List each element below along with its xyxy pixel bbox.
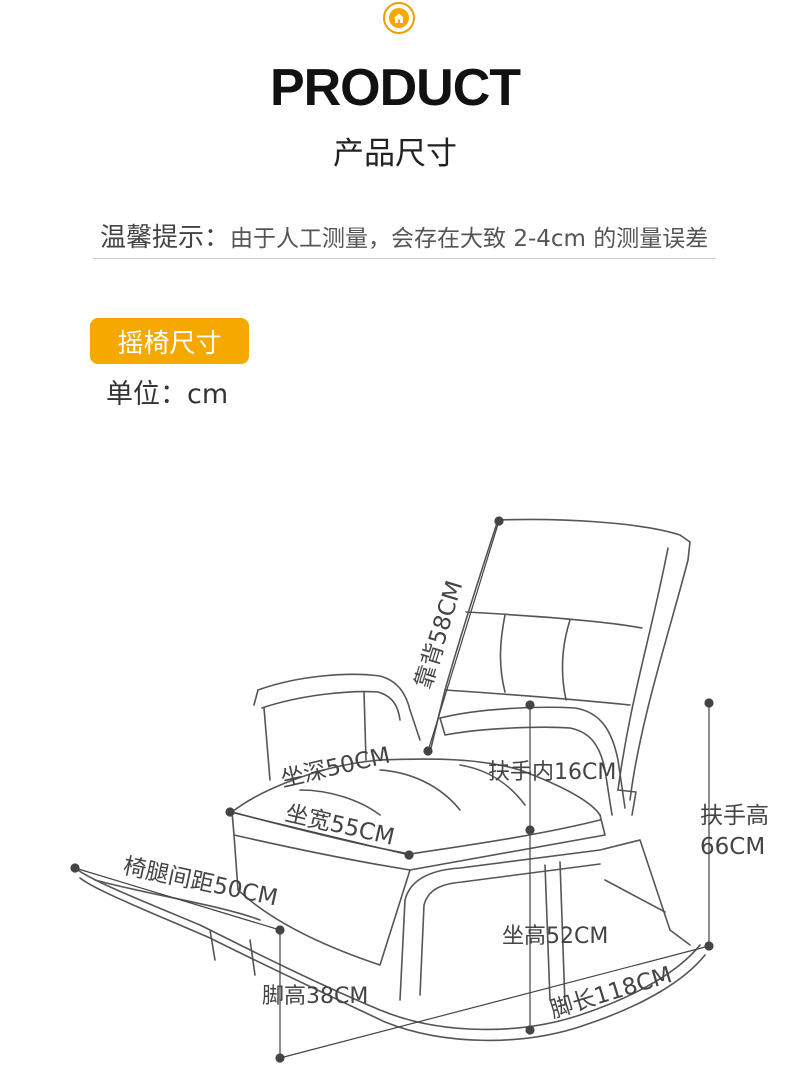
dimension-lines (70, 516, 714, 1063)
rocking-chair-diagram: 靠背58CM 坐深50CM 坐宽55CM 扶手内16CM 扶手高 66CM 椅腿… (70, 516, 769, 1063)
tip-lead: 温馨提示： (100, 223, 231, 253)
unit-label: 单位：cm (106, 379, 229, 410)
section-tag: 摇椅尺寸 (90, 318, 249, 364)
armrest-inner-label: 扶手内16CM (488, 760, 616, 785)
leg-spacing-label: 椅腿间距50CM (121, 853, 280, 911)
page-title: PRODUCT (269, 59, 521, 117)
home-icon (383, 2, 415, 34)
backrest-label: 靠背58CM (411, 578, 468, 692)
seat-height-label: 坐高52CM (502, 924, 608, 949)
divider (93, 258, 716, 259)
measurement-tip: 温馨提示：由于人工测量，会存在大致 2-4cm 的测量误差 (100, 217, 708, 254)
dimension-labels: 靠背58CM 坐深50CM 坐宽55CM 扶手内16CM 扶手高 66CM 椅腿… (121, 578, 769, 1024)
tip-text: 由于人工测量，会存在大致 2-4cm 的测量误差 (230, 226, 709, 252)
armrest-height-label: 扶手高 (700, 803, 769, 829)
seat-depth-label: 坐深50CM (279, 743, 393, 793)
foot-height-label: 脚高38CM (262, 984, 368, 1009)
seat-width-label: 坐宽55CM (283, 801, 397, 851)
armrest-height-value: 66CM (700, 834, 765, 860)
chair-illustration (74, 518, 706, 1042)
page-subtitle: 产品尺寸 (333, 136, 457, 172)
